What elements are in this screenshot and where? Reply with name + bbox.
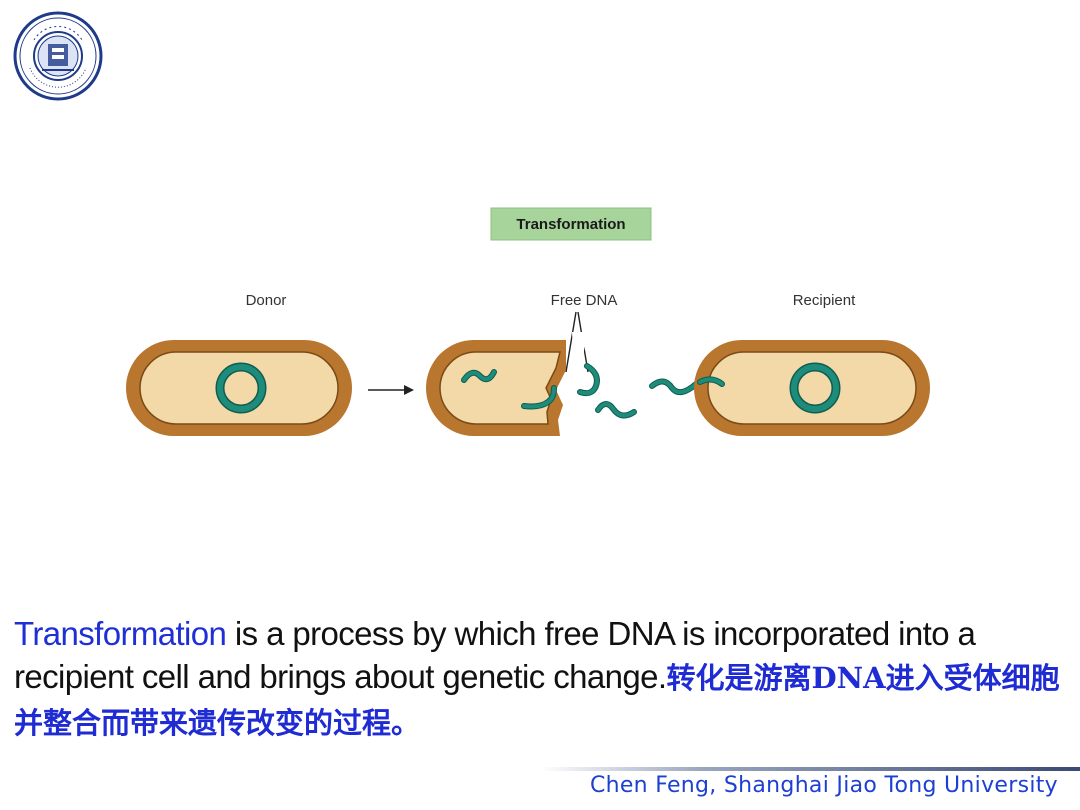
transformation-diagram: Transformation Donor Free DNA Recipient (126, 207, 930, 436)
process-arrow (368, 385, 414, 395)
lysed-donor-cell (426, 332, 586, 436)
caption-term: Transformation (14, 615, 227, 652)
slide-caption: Transformation is a process by which fre… (14, 612, 1069, 745)
caption-english: is a process by which free DNA is incorp… (14, 615, 976, 695)
caption-chinese: 转化是游离DNA进入受体细胞并整合而带来遗传改变的过程。 (14, 661, 1060, 740)
footer-divider (540, 767, 1080, 771)
university-seal-logo (12, 10, 104, 102)
free-dna-fragments (577, 363, 719, 419)
donor-cell (126, 340, 352, 436)
recipient-label: Recipient (793, 292, 856, 309)
diagram-title: Transformation (516, 216, 625, 233)
donor-label: Donor (246, 292, 287, 309)
diagram-title-box (490, 207, 652, 241)
free-dna-label: Free DNA (551, 292, 618, 309)
recipient-cell (694, 340, 930, 436)
footer-credit: Chen Feng, Shanghai Jiao Tong University (589, 773, 1058, 798)
